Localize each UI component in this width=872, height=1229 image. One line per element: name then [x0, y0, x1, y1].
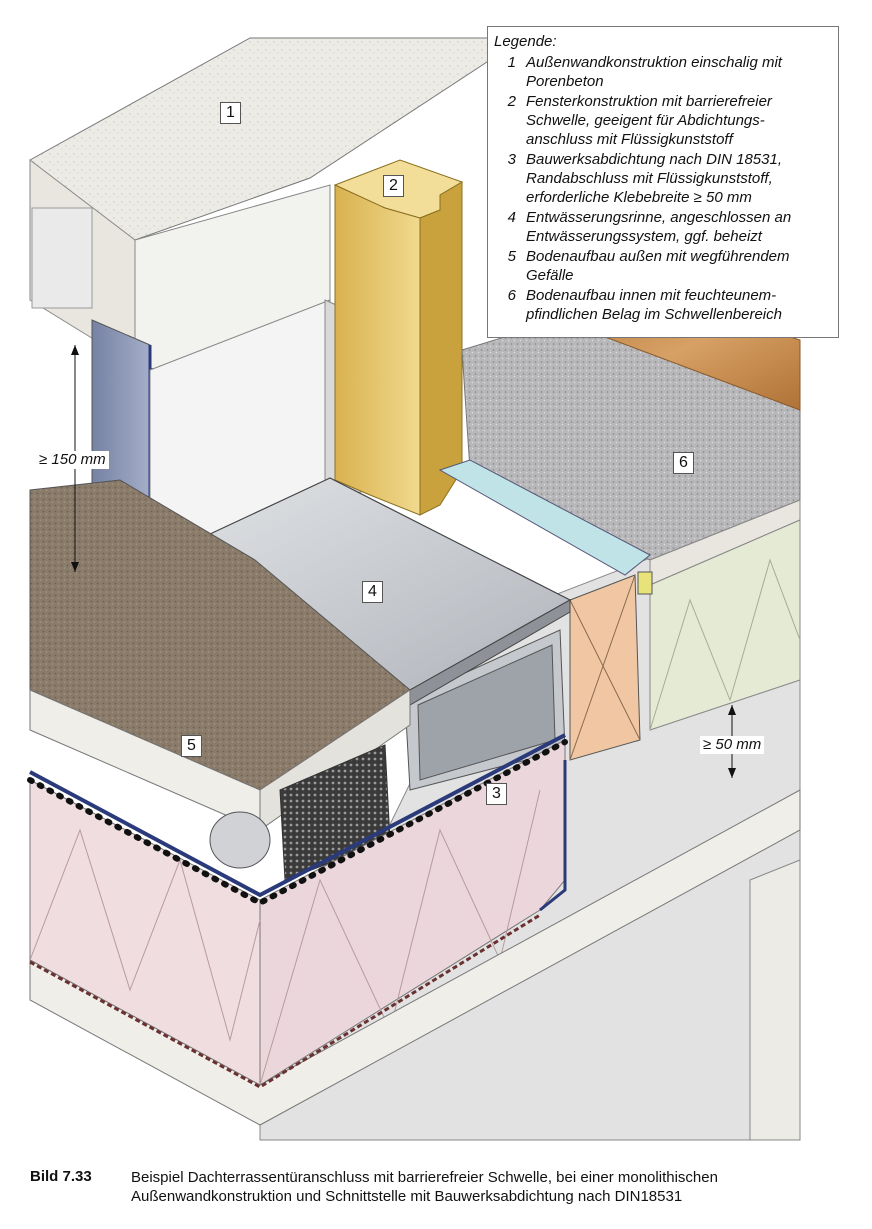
legend-item-number: 2	[507, 93, 516, 110]
label-6: 6	[673, 452, 694, 474]
legend-item-number: 3	[507, 151, 516, 168]
label-2: 2	[383, 175, 404, 197]
base-slab-seal	[29, 913, 541, 1089]
label-3: 3	[486, 783, 507, 805]
threshold-section-diagonal	[569, 599, 641, 741]
threshold-glass	[438, 459, 651, 576]
insulation-hatch-front	[29, 828, 261, 1042]
window-frame-side	[419, 181, 463, 516]
lower-right-step	[749, 859, 801, 1141]
drain-pipe	[209, 811, 271, 869]
legend-item-text: Bodenaufbau außen mit wegführendem Gefäl…	[526, 248, 790, 284]
insulation-hatch-side	[259, 789, 541, 1086]
label-4: 4	[362, 581, 383, 603]
brick-element	[31, 207, 93, 309]
isometric-drawing	[27, 37, 801, 1141]
dim-arrowhead-bottom-50	[728, 768, 736, 778]
threshold-section	[569, 574, 641, 761]
base-slab	[29, 789, 801, 1126]
figure-caption: Bild 7.33 Beispiel Dachterrassentüransch…	[30, 1168, 860, 1206]
legend-item: 6 Bodenaufbau innen mit feuchteunem- pfi…	[494, 286, 830, 324]
dim-arrowhead-top	[71, 345, 79, 355]
inner-insulation-hatch	[649, 558, 801, 731]
legend-item: 2 Fensterkonstruktion mit barrierefreier…	[494, 92, 830, 149]
roof-membrane	[29, 733, 566, 898]
legend-item-text: Entwässerungsrinne, angeschlossen an Ent…	[526, 209, 792, 245]
legend-item: 1 Außenwandkonstruktion einschalig mit P…	[494, 53, 830, 91]
dim-arrowhead-bottom	[71, 562, 79, 572]
dim-arrowhead-top-50	[728, 705, 736, 715]
sealing-tape	[637, 571, 653, 595]
threshold-membrane	[539, 760, 567, 912]
legend-title: Legende:	[494, 33, 557, 50]
threshold-section-diagonal-2	[569, 574, 636, 761]
legend-item-number: 6	[507, 287, 516, 304]
legend-item-text: Außenwandkonstruktion einschalig mit Por…	[526, 54, 782, 90]
construction-detail-drawing: 1 2 3 4 5 6 ≥ 150 mm ≥ 50 mm Legende: 1 …	[27, 26, 839, 1141]
legend-item-number: 4	[507, 209, 516, 226]
legend-item-text: Bodenaufbau innen mit feuchteunem- pfind…	[526, 287, 782, 323]
legend-item-text: Bauwerksabdichtung nach DIN 18531, Randa…	[526, 151, 782, 206]
window-frame-front	[334, 184, 421, 516]
inner-insulation	[649, 519, 801, 731]
legend-item-number: 5	[507, 248, 516, 265]
legend-item: 5 Bodenaufbau außen mit wegführendem Gef…	[494, 247, 830, 285]
roof-membrane-dots	[27, 739, 568, 907]
label-1: 1	[220, 102, 241, 124]
legend-item-text: Fensterkonstruktion mit barrierefreier S…	[526, 93, 772, 148]
legend-item: 3 Bauwerksabdichtung nach DIN 18531, Ran…	[494, 150, 830, 207]
dimension-150mm: ≥ 150 mm	[36, 451, 109, 469]
label-5: 5	[181, 735, 202, 757]
dimension-50mm: ≥ 50 mm	[700, 736, 765, 754]
legend-item: 4 Entwässerungsrinne, angeschlossen an E…	[494, 208, 830, 246]
caption-text: Beispiel Dachterrassentüranschluss mit b…	[131, 1169, 718, 1205]
legend-box: Legende: 1 Außenwandkonstruktion einscha…	[487, 26, 839, 338]
legend-item-number: 1	[507, 54, 516, 71]
caption-label: Bild 7.33	[30, 1168, 92, 1185]
